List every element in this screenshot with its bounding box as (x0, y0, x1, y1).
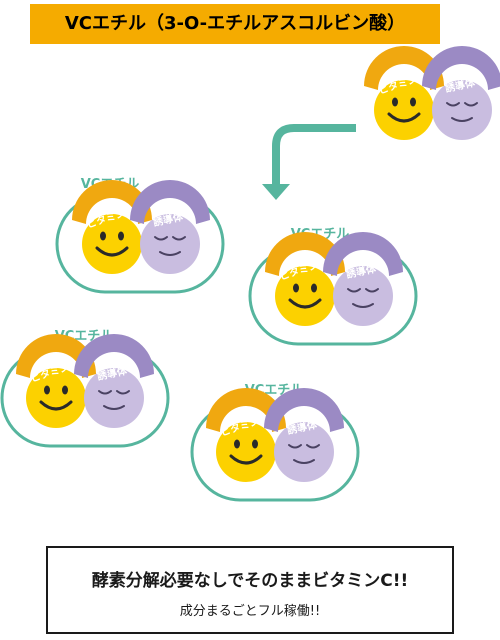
molecule-diagram: ビタミンC 誘導体 VCエチル ビタミンC 誘導体 VCエチル ビタミンC (0, 44, 500, 502)
arrow-head-icon (262, 184, 290, 200)
capsule-4: VCエチル ビタミンC 誘導体 (190, 383, 360, 502)
conversion-arrow (272, 124, 356, 186)
page-title: VCエチル（3-O-エチルアスコルビン酸） (64, 13, 406, 34)
derivative-face-icon (263, 387, 345, 483)
message-sub: 成分まるごとフル稼働!! (179, 604, 321, 619)
source-molecule: ビタミンC 誘導体 (362, 44, 500, 142)
derivative-face-icon (421, 45, 500, 141)
message-main: 酵素分解必要なしでそのままビタミンC!! (91, 571, 409, 591)
derivative-face-icon (129, 179, 211, 275)
capsule-2: VCエチル ビタミンC 誘導体 (248, 227, 418, 346)
capsule-3: VCエチル ビタミンC 誘導体 (0, 329, 170, 448)
capsule-1: VCエチル ビタミンC 誘導体 (55, 177, 225, 294)
title-banner: VCエチル（3-O-エチルアスコルビン酸） (30, 4, 440, 44)
derivative-face-icon (322, 231, 404, 327)
derivative-face-icon (73, 333, 155, 429)
message-box: 酵素分解必要なしでそのままビタミンC!! 成分まるごとフル稼働!! (46, 546, 454, 634)
